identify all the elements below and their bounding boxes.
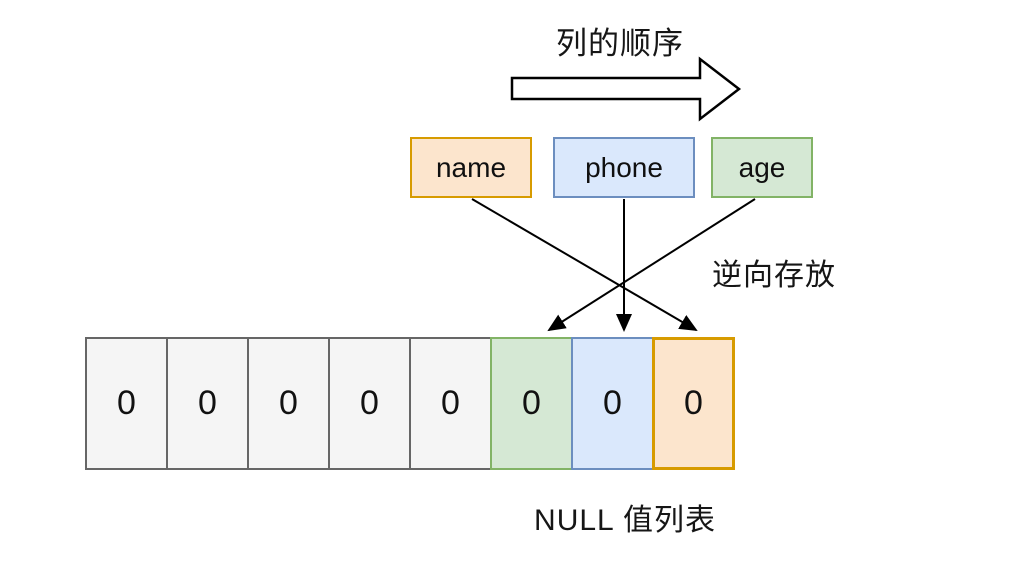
column-label-name: name bbox=[435, 151, 507, 183]
bitmap-cell-5: 0 bbox=[409, 337, 492, 470]
bitmap-cell-1: 0 bbox=[85, 337, 168, 470]
column-box-phone: phone bbox=[553, 137, 695, 198]
reverse-storage-label: 逆向存放 bbox=[712, 259, 836, 292]
bitmap-cell-6-age: 0 bbox=[490, 337, 573, 470]
column-order-arrow-icon bbox=[510, 56, 742, 122]
column-order-label: 列的顺序 bbox=[556, 26, 684, 61]
null-list-label: NULL 值列表 bbox=[534, 504, 716, 537]
column-box-name: name bbox=[410, 137, 532, 198]
connector-name-to-orange-cell bbox=[471, 198, 698, 332]
null-bitmap-row: 0 0 0 0 0 0 0 0 bbox=[85, 337, 735, 470]
bitmap-cell-7-phone: 0 bbox=[571, 337, 654, 470]
connector-age-to-green-cell bbox=[547, 198, 756, 332]
column-box-age: age bbox=[711, 137, 813, 198]
bitmap-cell-3: 0 bbox=[247, 337, 330, 470]
bitmap-cell-2: 0 bbox=[166, 337, 249, 470]
bitmap-cell-4: 0 bbox=[328, 337, 411, 470]
column-label-age: age bbox=[738, 151, 786, 183]
column-label-phone: phone bbox=[585, 151, 663, 183]
bitmap-cell-8-name: 0 bbox=[652, 337, 735, 470]
